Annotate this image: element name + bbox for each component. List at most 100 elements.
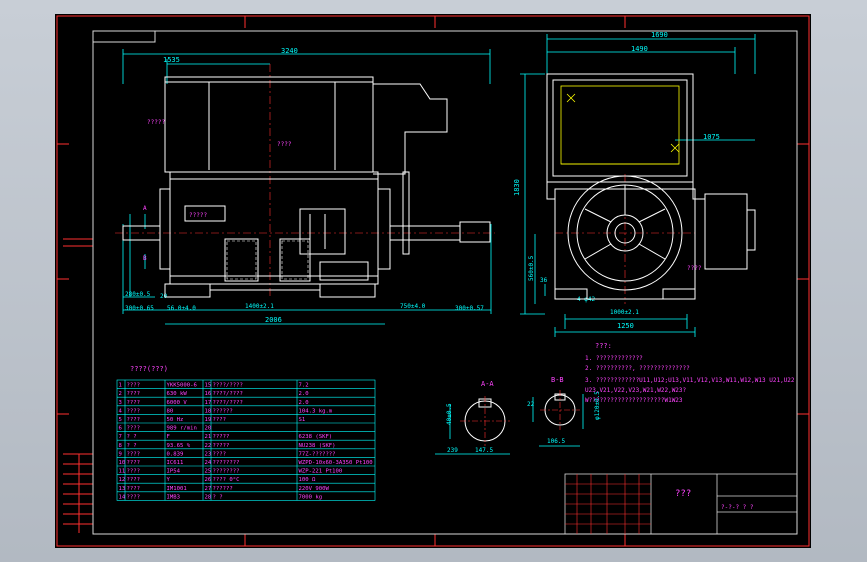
spec-cell-v1: F xyxy=(167,434,171,440)
spec-cell-k2: ?????? xyxy=(213,408,233,414)
spec-cell-n2: 25 xyxy=(205,469,212,475)
spec-cell-v2: NU238 (SKF) xyxy=(299,443,336,449)
spec-cell-k2: ?????? xyxy=(213,486,233,492)
front-view[interactable]: 3240 1535 280±0.5 300±0.65 56.0±4.0 20 1… xyxy=(115,47,495,325)
spec-cell-n1: 9 xyxy=(119,451,122,457)
spec-cell-n2: 19 xyxy=(205,417,212,423)
section-b-keyway: 22 xyxy=(527,401,535,408)
spec-cell-n1: 7 xyxy=(119,434,122,440)
section-b-height: φ120±0.5 xyxy=(594,391,601,420)
spec-cell-k1: ???? xyxy=(127,460,140,466)
spec-cell-v1: 630 kW xyxy=(167,391,188,397)
section-views[interactable]: A-A B-B 4 xyxy=(435,376,601,455)
spec-cell-k1: ???? xyxy=(127,451,140,457)
section-a-dim1: 239 xyxy=(447,447,458,454)
spec-cell-v1: IC611 xyxy=(167,460,184,466)
spec-cell-v2: S1 xyxy=(299,417,306,423)
section-a-label: A-A xyxy=(481,380,494,388)
spec-cell-v2: 220V 900W xyxy=(299,486,330,492)
front-section-a-marker: A xyxy=(143,205,147,212)
spec-cell-k2: ????? xyxy=(213,443,230,449)
dim-length-bottom: 2006 xyxy=(265,316,282,324)
spec-cell-v1: IP54 xyxy=(167,469,181,475)
spec-cell-k1: ???? xyxy=(127,477,140,483)
spec-cell-k1: ???? xyxy=(127,494,140,500)
side-view[interactable]: 1690 1490 1075 1830 560±0.5 36 1000±2.1 … xyxy=(513,31,756,337)
front-marker-label: ???? xyxy=(277,141,292,148)
spec-cell-k2: ????/???? xyxy=(213,400,243,406)
drawing-viewport[interactable]: 3240 1535 280±0.5 300±0.65 56.0±4.0 20 1… xyxy=(55,14,811,548)
title-block-right-labels: ?-?-? ? ? xyxy=(721,504,754,511)
front-small-a: ????? xyxy=(147,119,165,126)
spec-cell-v1: 0.839 xyxy=(167,451,184,457)
spec-table-title: ????(???) xyxy=(130,365,168,373)
spec-cell-n2: 27 xyxy=(205,486,212,492)
spec-cell-k1: ? ? xyxy=(127,434,137,440)
dim-foot-height: 36 xyxy=(540,277,548,284)
dim-shaft-height: 560±0.5 xyxy=(528,255,535,281)
section-a-dim2: 147.5 xyxy=(475,447,493,454)
drawing-canvas[interactable]: 3240 1535 280±0.5 300±0.65 56.0±4.0 20 1… xyxy=(55,14,811,548)
spec-cell-v2: 2.0 xyxy=(299,391,309,397)
spec-cell-v1: 6000 V xyxy=(167,400,188,406)
side-rotation-label: ???? xyxy=(687,265,702,272)
spec-cell-v1: IMB3 xyxy=(167,494,180,500)
dim-shaft-overhang: 750±4.0 xyxy=(400,303,426,310)
dim-right-small: 300±0.57 xyxy=(455,305,484,312)
front-hidden-lines xyxy=(226,240,309,280)
dim-left-small: 20 xyxy=(160,293,168,300)
dim-feet-spacing: 1400±2.1 xyxy=(245,303,274,310)
spec-cell-v1: YKK5000-6 xyxy=(167,383,197,389)
spec-cell-v2: 100 Ω xyxy=(299,477,316,483)
spec-cell-k2: ????? xyxy=(213,434,230,440)
spec-cell-v2: 77Z-??????? xyxy=(299,451,336,457)
technical-notes[interactable]: ???: 1. ????????????? 2. ??????????, ???… xyxy=(585,342,795,404)
front-section-b-marker: B xyxy=(143,255,147,262)
note-line-5: W?????????????????????W1W23 xyxy=(585,397,683,404)
spec-cell-v1: 989 r/min xyxy=(167,426,197,432)
spec-cell-k1: ???? xyxy=(127,383,140,389)
spec-cell-n2: 28 xyxy=(205,494,212,500)
spec-cell-n1: 14 xyxy=(119,494,126,500)
note-line-1: 1. ????????????? xyxy=(585,355,643,362)
side-dim-lines xyxy=(520,34,756,337)
spec-cell-k2: ? ? xyxy=(213,494,223,500)
spec-cell-n1: 2 xyxy=(119,391,122,397)
nameplate-label: ????? xyxy=(189,212,207,219)
spec-cell-n1: 11 xyxy=(119,469,126,475)
dim-left-mount: 300±0.65 xyxy=(125,305,154,312)
spec-cell-v2: 7000 kg xyxy=(299,494,323,500)
front-dim-lines xyxy=(122,49,492,325)
spec-cell-v2: WZPD-10x60-3A350 Pt100 xyxy=(299,460,373,466)
dim-base-height: 280±0.5 xyxy=(125,291,151,298)
spec-cell-k2: ???????? xyxy=(213,460,240,466)
spec-cell-k1: ???? xyxy=(127,391,140,397)
spec-cell-n2: 17 xyxy=(205,400,212,406)
title-block[interactable]: ??? ?-?-? ? ? xyxy=(564,473,798,535)
section-b-width: 106.5 xyxy=(547,438,565,445)
spec-cell-n2: 22 xyxy=(205,443,212,449)
spec-cell-n1: 1 xyxy=(119,383,122,389)
spec-cell-n2: 23 xyxy=(205,451,212,457)
spec-cell-n1: 13 xyxy=(119,486,126,492)
front-centerlines xyxy=(115,64,495,299)
dim-top-width: 1490 xyxy=(631,45,648,53)
spec-cell-k1: ???? xyxy=(127,469,140,475)
section-a-keyway: 40±0.5 xyxy=(446,403,453,425)
spec-cell-k2: ????/???? xyxy=(213,391,243,397)
spec-cell-k1: ???? xyxy=(127,426,140,432)
section-shapes xyxy=(464,393,576,442)
dim-top-offset: 1535 xyxy=(163,56,180,64)
spec-cell-v1: Y xyxy=(167,477,171,483)
note-line-2: 2. ??????????, ?????????????? xyxy=(585,365,690,372)
spec-cell-k1: ???? xyxy=(127,417,140,423)
spec-cell-v2: 6238 (SKF) xyxy=(299,434,333,440)
title-block-red-grid xyxy=(565,474,651,534)
spec-cell-k1: ???? xyxy=(127,400,140,406)
spec-cell-n2: 15 xyxy=(205,383,212,389)
spec-cell-k2: ???? xyxy=(213,451,226,457)
spec-cell-n1: 12 xyxy=(119,477,126,483)
spec-cell-v1: 93.65 % xyxy=(167,443,191,449)
